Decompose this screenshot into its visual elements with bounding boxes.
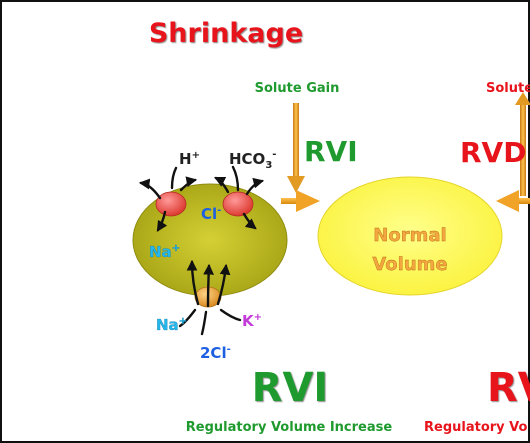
solute-loss-arrow xyxy=(515,92,530,196)
ion-h-plus: H+ xyxy=(179,150,200,168)
ion-k-plus: K+ xyxy=(242,312,262,330)
ion-hco3: HCO3- xyxy=(229,149,276,171)
solute-gain-label: Solute Gain xyxy=(255,81,340,96)
ion-na-outer: Na+ xyxy=(156,316,187,334)
rvi-label: RVI xyxy=(304,135,358,168)
ion-flux-arrows xyxy=(138,165,265,336)
caption-rvd-partial: Regulatory Vo xyxy=(424,420,528,435)
ion-na-inner: Na+ xyxy=(149,243,180,261)
title-shrinkage: Shrinkage xyxy=(149,18,303,49)
normal-volume-cell xyxy=(317,176,503,296)
rvi-arrow-right xyxy=(281,190,320,212)
rvd-label: RVD xyxy=(460,136,526,169)
nhe-transporter xyxy=(155,191,187,217)
normal-volume-line2: Volume xyxy=(372,254,447,275)
bottom-rvi: RVI xyxy=(252,365,329,411)
solute-loss-label: Solute xyxy=(486,81,530,96)
solute-gain-arrow xyxy=(287,103,305,193)
ion-2cl: 2Cl- xyxy=(200,344,231,362)
bottom-rvd-partial: RV xyxy=(487,365,530,411)
normal-volume-line1: Normal xyxy=(373,225,446,246)
ion-cl-inner: Cl- xyxy=(201,205,221,223)
ae-transporter xyxy=(222,191,254,217)
caption-rvi: Regulatory Volume Increase xyxy=(186,420,393,435)
rvd-arrow-left xyxy=(496,190,530,212)
